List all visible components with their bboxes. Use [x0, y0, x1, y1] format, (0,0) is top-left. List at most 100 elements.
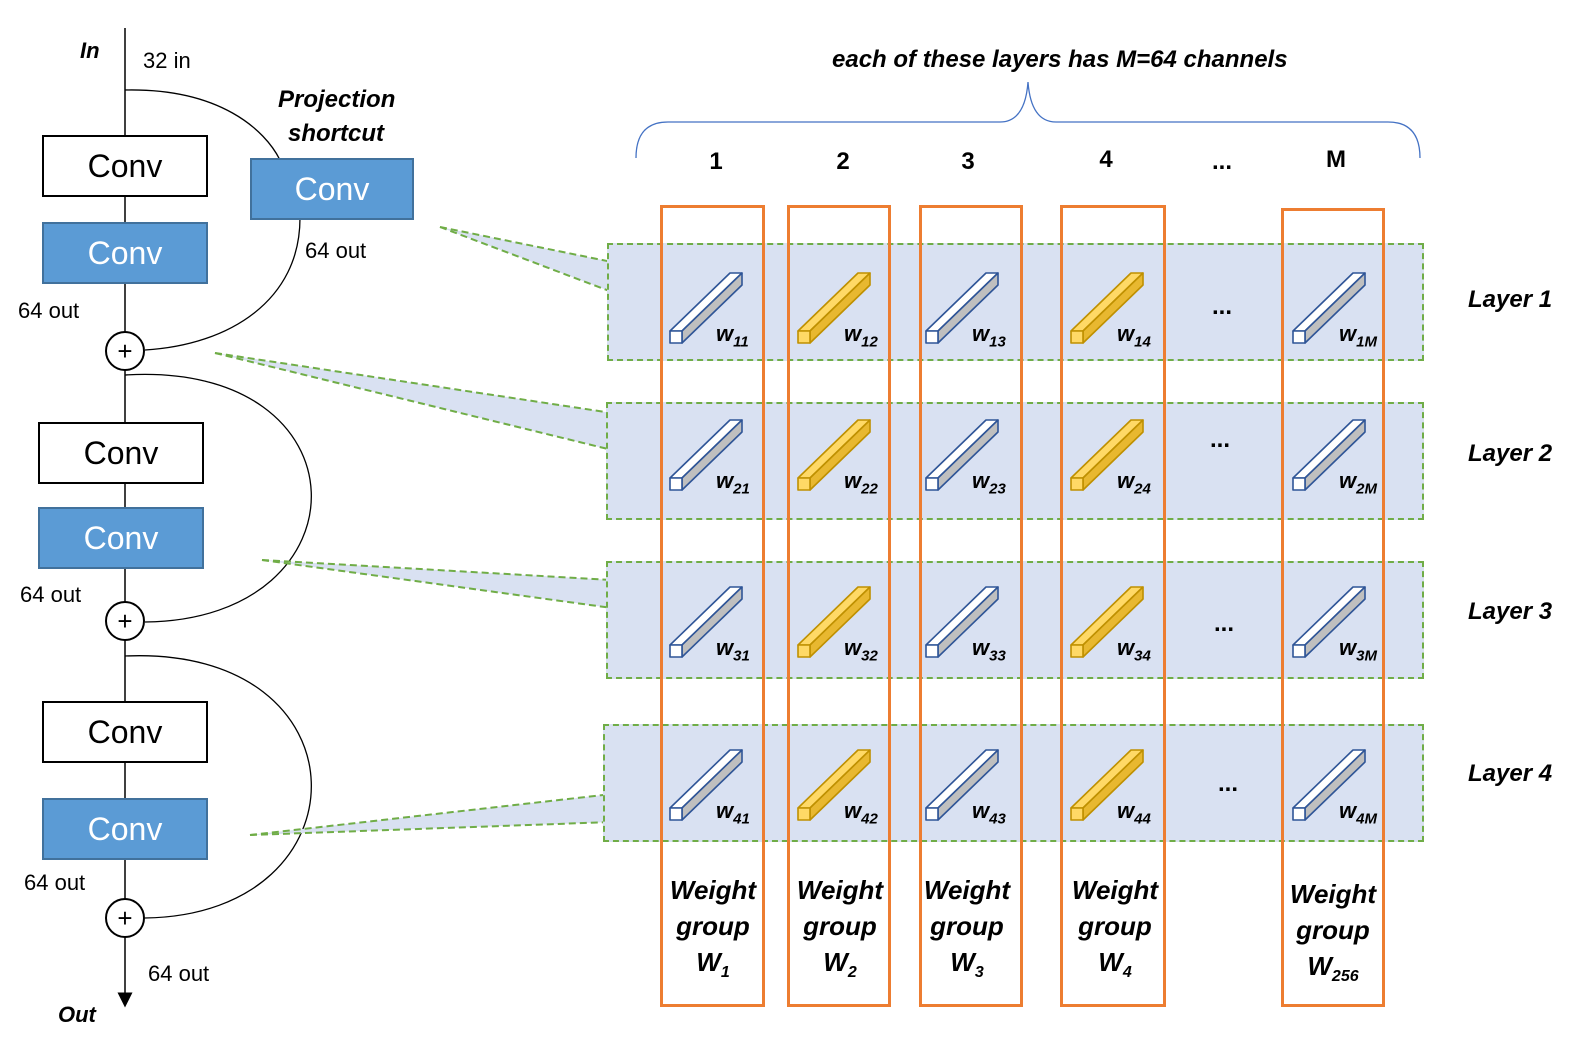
column-header-2: 2 — [836, 148, 850, 175]
weight-index: 32 — [861, 647, 878, 665]
weight-symbol: w — [1339, 798, 1357, 823]
weight-label: w32 — [844, 635, 878, 664]
group-symbol-letter: W — [1307, 951, 1332, 981]
weight-index: 14 — [1134, 333, 1151, 351]
group-caption-line1: Weight — [1289, 879, 1377, 909]
projection-shortcut-line — [124, 89, 281, 161]
weight-symbol: w — [972, 321, 990, 346]
identity-shortcut-1 — [124, 373, 312, 623]
layer-panel-4 — [603, 724, 1424, 842]
weight-label: w12 — [844, 321, 878, 350]
weight-bar-icon — [1291, 271, 1369, 347]
group-symbol-index: 3 — [974, 964, 984, 982]
layer-panel-3 — [606, 561, 1424, 679]
weight-index: 41 — [733, 810, 750, 828]
group-symbol-letter: W — [1098, 947, 1123, 977]
projection-out-label: 64 out — [305, 238, 367, 263]
column-header-5: ... — [1211, 148, 1232, 175]
output-label: Out — [58, 1002, 96, 1027]
weight-symbol: w — [1339, 321, 1357, 346]
weight-bar-icon — [1291, 748, 1369, 824]
weight-index: 23 — [989, 480, 1006, 498]
weight-label: w44 — [1117, 798, 1151, 827]
layer-ellipsis-3: ... — [1214, 610, 1235, 637]
layer-ellipsis-4: ... — [1218, 770, 1239, 797]
weight-label: w14 — [1117, 321, 1151, 350]
group-caption-line2: group — [930, 911, 1004, 941]
weight-group-box-1 — [660, 205, 765, 1007]
group-symbol: W1 — [648, 944, 778, 991]
weight-group-box-5 — [1281, 208, 1385, 1007]
block3-out-label: 64 out — [24, 870, 86, 895]
weight-bar-icon — [1069, 585, 1147, 661]
weight-label: w1M — [1339, 321, 1377, 350]
input-label: In — [80, 38, 100, 63]
group-caption-line1: Weight — [669, 875, 757, 905]
weight-index: 11 — [733, 333, 749, 351]
weight-symbol: w — [1117, 798, 1135, 823]
block1-add-node: + — [105, 331, 145, 371]
layer-name-3: Layer 3 — [1468, 598, 1553, 625]
weight-symbol: w — [716, 468, 734, 493]
weight-index: 24 — [1134, 480, 1151, 498]
final-out-label: 64 out — [148, 961, 210, 986]
weight-label: w31 — [716, 635, 750, 664]
group-symbol: W2 — [775, 944, 905, 991]
weight-index: 34 — [1134, 647, 1151, 665]
column-header-1: 1 — [709, 148, 723, 175]
weight-symbol: w — [972, 798, 990, 823]
weight-index: 1M — [1356, 333, 1377, 351]
weight-bar-icon — [668, 271, 746, 347]
weight-bar-icon — [1291, 418, 1369, 494]
weight-symbol: w — [716, 798, 734, 823]
block1-conv2-box: Conv — [42, 222, 208, 284]
group-caption-line1: Weight — [923, 875, 1011, 905]
weight-bar-icon — [924, 271, 1002, 347]
weight-bar-icon — [668, 748, 746, 824]
weight-symbol: w — [844, 468, 862, 493]
column-header-3: 3 — [961, 148, 975, 175]
weight-index: 42 — [861, 810, 878, 828]
group-caption-line2: group — [676, 911, 750, 941]
group-symbol-letter: W — [696, 947, 721, 977]
weight-label: w2M — [1339, 468, 1377, 497]
group-symbol-index: 1 — [720, 964, 730, 982]
weight-bar-icon — [924, 585, 1002, 661]
weight-label: w33 — [972, 635, 1006, 664]
weight-bar-icon — [1069, 748, 1147, 824]
weight-label: w22 — [844, 468, 878, 497]
projection-label-line2: shortcut — [288, 120, 384, 147]
weight-index: 3M — [1356, 647, 1377, 665]
weight-group-box-2 — [787, 205, 891, 1007]
projection-shortcut-return — [144, 217, 301, 351]
projection-conv-box: Conv — [250, 158, 414, 220]
weight-label: w41 — [716, 798, 750, 827]
group-symbol-letter: W — [950, 947, 975, 977]
weight-bar-icon — [1069, 418, 1147, 494]
weight-symbol: w — [1339, 468, 1357, 493]
weight-index: 44 — [1134, 810, 1151, 828]
weight-index: 31 — [733, 647, 750, 665]
weight-label: w3M — [1339, 635, 1377, 664]
weight-bar-icon — [1069, 271, 1147, 347]
weight-index: 13 — [989, 333, 1006, 351]
weight-symbol: w — [844, 635, 862, 660]
column-header-6: M — [1326, 146, 1346, 173]
projection-label-line1: Projection — [278, 86, 396, 113]
block3-add-node: + — [105, 898, 145, 938]
weight-label: w24 — [1117, 468, 1151, 497]
weight-symbol: w — [716, 321, 734, 346]
weight-symbol: w — [972, 635, 990, 660]
block3-conv2-box: Conv — [42, 798, 208, 860]
identity-shortcut-2 — [124, 655, 312, 919]
weight-symbol: w — [1117, 635, 1135, 660]
block2-conv1-box: Conv — [38, 422, 204, 484]
block2-add-node: + — [105, 601, 145, 641]
